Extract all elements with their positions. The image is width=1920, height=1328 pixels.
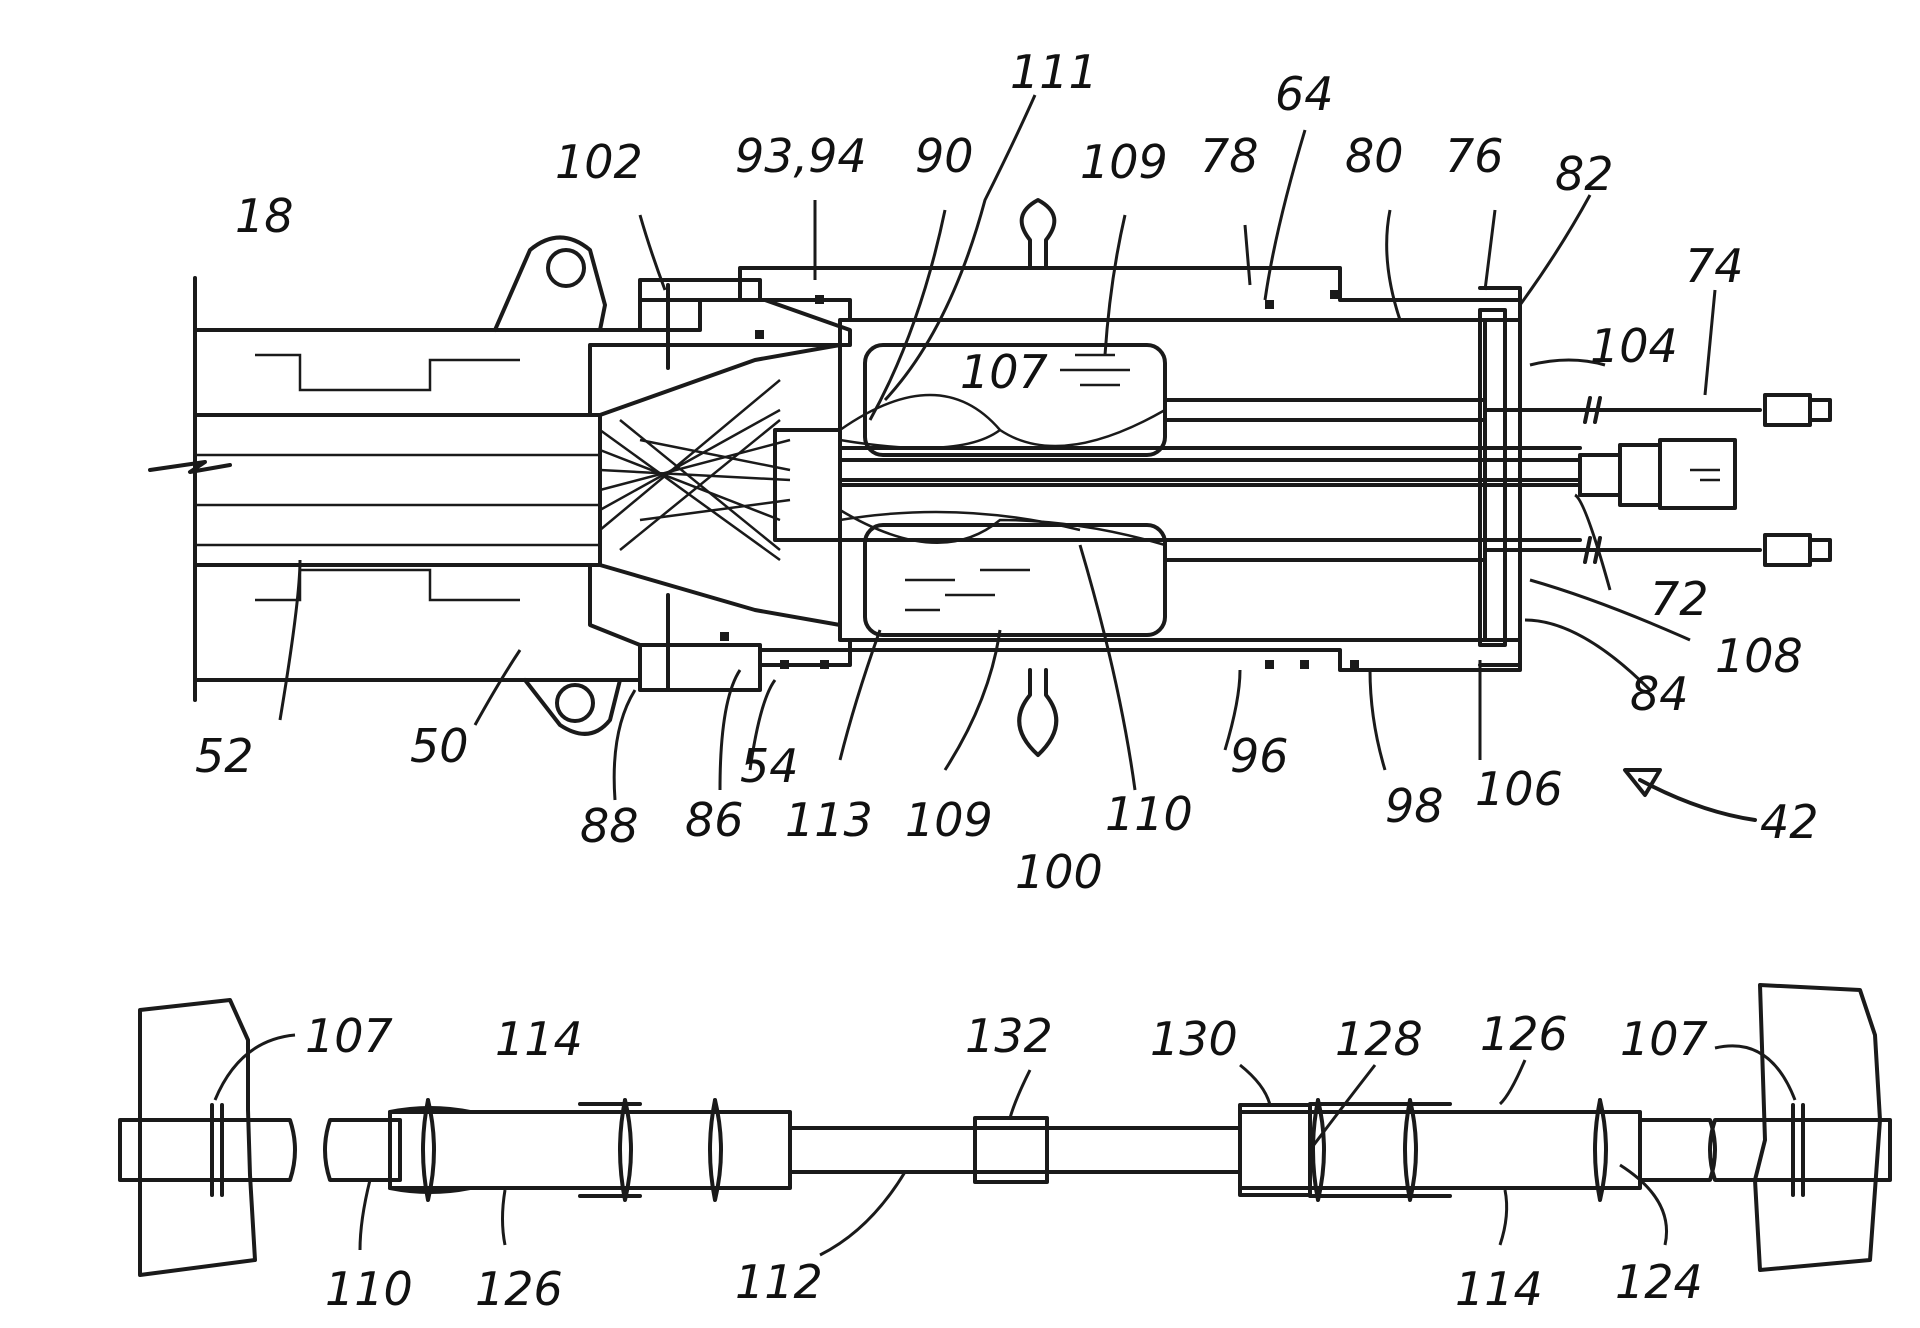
label-54: 54 bbox=[740, 739, 799, 793]
potting-cone bbox=[600, 345, 840, 625]
label-107-upper: 107 bbox=[960, 345, 1048, 399]
lower-lug bbox=[525, 680, 620, 734]
sleeve-114-right bbox=[1240, 1112, 1640, 1188]
label-84: 84 bbox=[1630, 667, 1689, 721]
label-128: 128 bbox=[1335, 1012, 1423, 1066]
label-96: 96 bbox=[1230, 729, 1289, 783]
pin-stub-left bbox=[120, 1120, 295, 1180]
label-52: 52 bbox=[195, 729, 254, 783]
label-100: 100 bbox=[1015, 845, 1103, 899]
sleeve-114-left bbox=[390, 1112, 790, 1188]
label-124: 124 bbox=[1615, 1255, 1703, 1309]
label-64: 64 bbox=[1275, 67, 1334, 121]
label-112: 112 bbox=[735, 1255, 823, 1309]
label-82: 82 bbox=[1555, 147, 1614, 201]
left-wall bbox=[140, 1000, 255, 1275]
label-74: 74 bbox=[1685, 239, 1744, 293]
label-111: 111 bbox=[1010, 45, 1098, 99]
label-18: 18 bbox=[235, 189, 294, 243]
cable-112 bbox=[790, 1128, 1240, 1172]
leader-lines-lower bbox=[215, 1035, 1795, 1255]
eyelet-top bbox=[1022, 200, 1055, 268]
eyelet-bottom bbox=[1019, 670, 1056, 755]
label-108: 108 bbox=[1715, 629, 1803, 683]
label-107-right: 107 bbox=[1620, 1012, 1708, 1066]
lower-assembly: 107 114 132 130 128 126 107 110 126 112 … bbox=[120, 985, 1890, 1316]
upper-assembly: 111 64 102 93,94 90 109 78 80 76 82 18 7… bbox=[150, 45, 1830, 899]
break-mark bbox=[150, 462, 230, 472]
label-107-left: 107 bbox=[305, 1009, 393, 1063]
label-109-top: 109 bbox=[1080, 135, 1168, 189]
sleeve-78 bbox=[740, 268, 1520, 320]
clamp-rings-left bbox=[423, 1100, 721, 1200]
label-106: 106 bbox=[1475, 762, 1563, 816]
pin-stub-right bbox=[1710, 1120, 1890, 1180]
label-126-bottom: 126 bbox=[475, 1262, 563, 1316]
cable-18 bbox=[195, 415, 600, 565]
lower-lug-hole bbox=[557, 685, 593, 721]
label-72: 72 bbox=[1650, 572, 1709, 626]
label-78: 78 bbox=[1200, 129, 1259, 183]
label-80: 80 bbox=[1345, 129, 1404, 183]
arrow-42 bbox=[1640, 780, 1755, 820]
label-109-bottom: 109 bbox=[905, 793, 993, 847]
label-110-upper: 110 bbox=[1105, 787, 1193, 841]
label-76: 76 bbox=[1445, 129, 1504, 183]
label-90: 90 bbox=[915, 129, 974, 183]
upper-lug bbox=[495, 238, 605, 331]
label-50: 50 bbox=[410, 719, 469, 773]
upper-lug-hole bbox=[548, 250, 584, 286]
terminal-block bbox=[775, 430, 840, 540]
label-110-lower: 110 bbox=[325, 1262, 413, 1316]
fitting-72 bbox=[1580, 440, 1735, 508]
right-wall bbox=[1755, 985, 1880, 1270]
label-88: 88 bbox=[580, 799, 639, 853]
label-98: 98 bbox=[1385, 779, 1444, 833]
label-86: 86 bbox=[685, 793, 744, 847]
label-114-top: 114 bbox=[495, 1012, 583, 1066]
clamp-rings-right bbox=[1313, 1100, 1606, 1200]
housing-50-lower bbox=[195, 565, 640, 680]
housing-50-upper bbox=[195, 300, 850, 415]
label-132: 132 bbox=[965, 1009, 1053, 1063]
label-113: 113 bbox=[785, 793, 873, 847]
label-102: 102 bbox=[555, 135, 643, 189]
label-130: 130 bbox=[1150, 1012, 1238, 1066]
label-104: 104 bbox=[1590, 319, 1678, 373]
wire-upper bbox=[840, 395, 1165, 446]
label-126-top: 126 bbox=[1480, 1007, 1568, 1061]
label-114-bottom: 114 bbox=[1455, 1262, 1543, 1316]
label-93-94: 93,94 bbox=[735, 129, 867, 183]
label-42: 42 bbox=[1760, 795, 1819, 849]
